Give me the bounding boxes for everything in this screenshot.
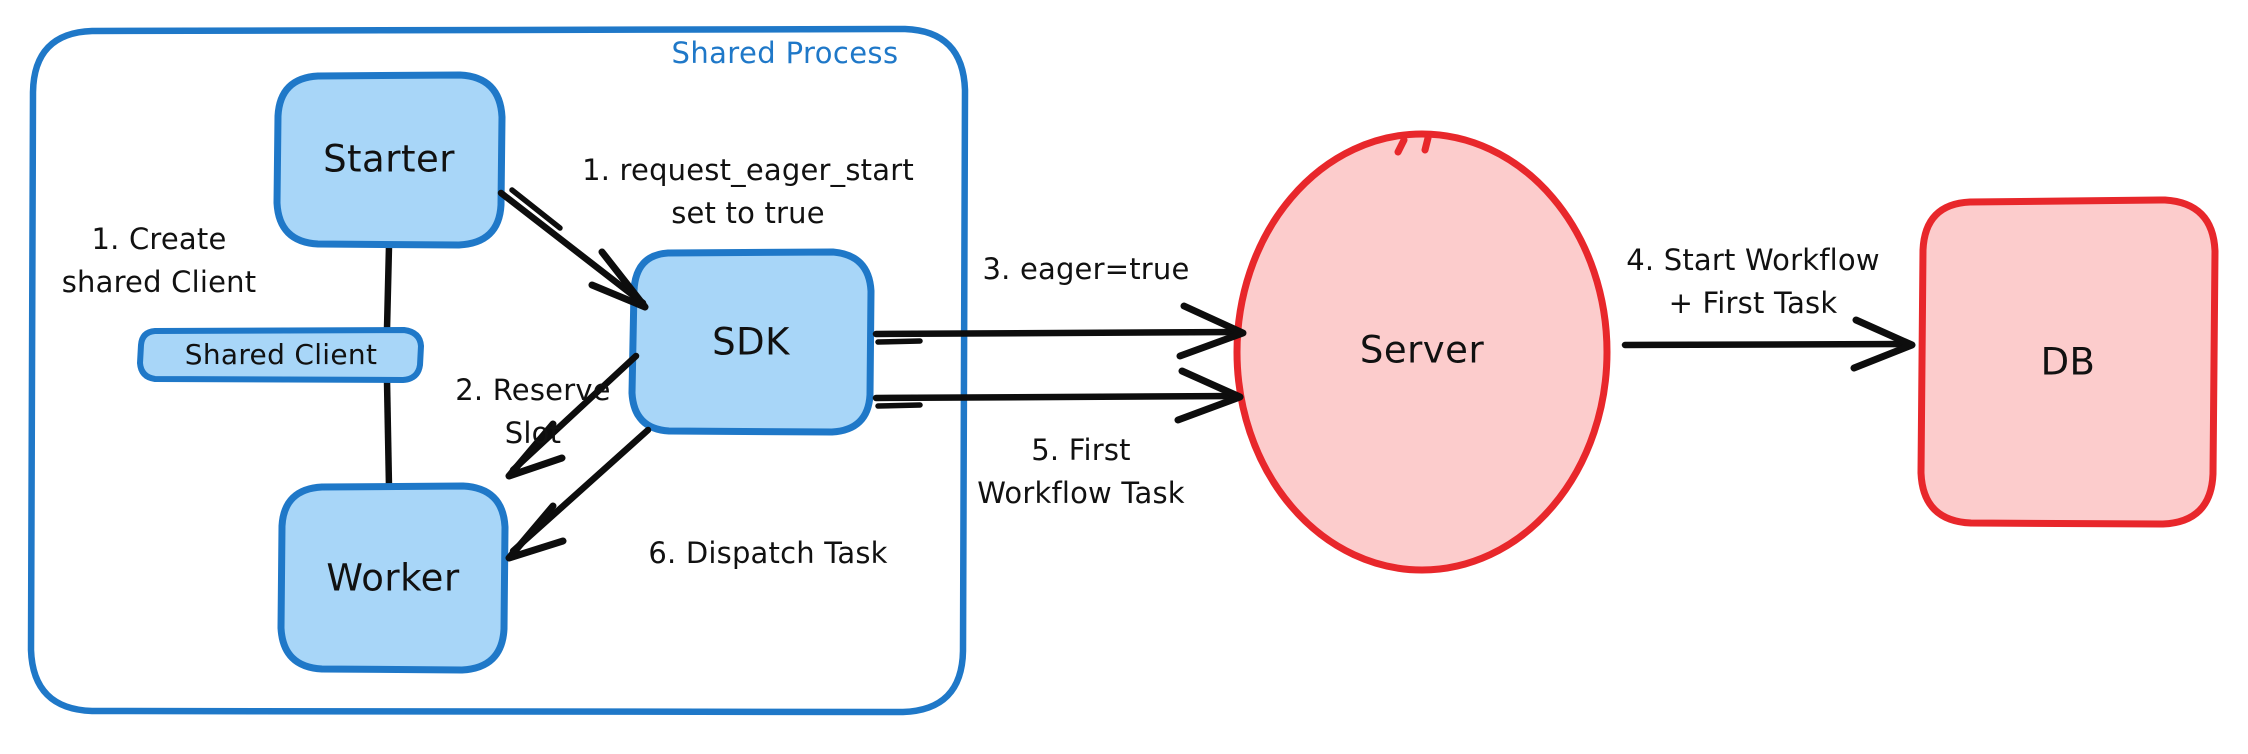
create-shared-client-line1: 1. Create — [91, 222, 226, 256]
shared-process-border — [27, 25, 969, 716]
node-sdk[interactable]: SDK — [628, 248, 875, 436]
edge-shared-client-worker — [383, 377, 393, 491]
reserve-slot-line2: Slot — [505, 416, 561, 450]
node-shared-client[interactable]: Shared Client — [137, 327, 424, 383]
worker-border — [277, 482, 509, 674]
shared-client-border — [137, 327, 424, 383]
edge-sdk-to-worker-reserve — [505, 352, 640, 480]
sdk-border — [628, 248, 875, 436]
label-dispatch-task: 6. Dispatch Task — [648, 536, 887, 570]
shared-process-group: Shared Process — [27, 25, 969, 716]
worker-fill — [281, 486, 505, 670]
label-start-workflow: 4. Start Workflow + First Task — [1626, 243, 1880, 320]
node-starter[interactable]: Starter — [273, 71, 506, 249]
reserve-slot-line1: 2. Reserve — [455, 373, 610, 407]
node-db[interactable]: DB — [1917, 196, 2219, 528]
edge-sdk-to-worker-dispatch — [505, 426, 652, 562]
starter-label: Starter — [323, 138, 455, 181]
server-fill — [1237, 134, 1607, 570]
label-first-workflow-task: 5. First Workflow Task — [977, 433, 1185, 510]
edge-sdk-to-server-first-task — [872, 367, 1244, 424]
label-create-shared-client: 1. Create shared Client — [62, 222, 257, 299]
server-border — [1233, 130, 1611, 574]
worker-label: Worker — [326, 557, 460, 600]
sdk-fill — [632, 252, 871, 432]
dispatch-task-line1: 6. Dispatch Task — [648, 536, 887, 570]
shared-process-label: Shared Process — [672, 36, 899, 70]
edge-starter-shared-client — [383, 242, 393, 333]
edge-server-to-db — [1621, 316, 1916, 372]
server-sketch-marks — [1394, 134, 1432, 156]
eager-true-line1: 3. eager=true — [982, 252, 1189, 286]
first-workflow-task-line2: Workflow Task — [977, 476, 1185, 510]
server-label: Server — [1360, 329, 1485, 372]
label-reserve-slot: 2. Reserve Slot — [455, 373, 610, 450]
db-border — [1917, 196, 2219, 528]
create-shared-client-line2: shared Client — [62, 265, 257, 299]
start-workflow-line1: 4. Start Workflow — [1626, 243, 1880, 277]
starter-fill — [277, 75, 502, 245]
label-eager-true: 3. eager=true — [982, 252, 1189, 286]
node-server[interactable]: Server — [1233, 130, 1611, 574]
db-label: DB — [2041, 341, 2096, 384]
edge-starter-to-sdk — [497, 187, 649, 311]
node-worker[interactable]: Worker — [277, 482, 509, 674]
shared-client-label: Shared Client — [185, 338, 377, 371]
request-eager-start-line2: set to true — [671, 196, 825, 230]
starter-border — [273, 71, 506, 249]
edge-sdk-to-server-eager — [872, 302, 1247, 360]
start-workflow-line2: + First Task — [1669, 286, 1838, 320]
first-workflow-task-line1: 5. First — [1031, 433, 1131, 467]
shared-client-fill — [140, 330, 421, 380]
db-fill — [1921, 200, 2215, 524]
sdk-label: SDK — [712, 321, 791, 364]
request-eager-start-line1: 1. request_eager_start — [582, 153, 914, 187]
label-request-eager-start: 1. request_eager_start set to true — [582, 153, 914, 230]
